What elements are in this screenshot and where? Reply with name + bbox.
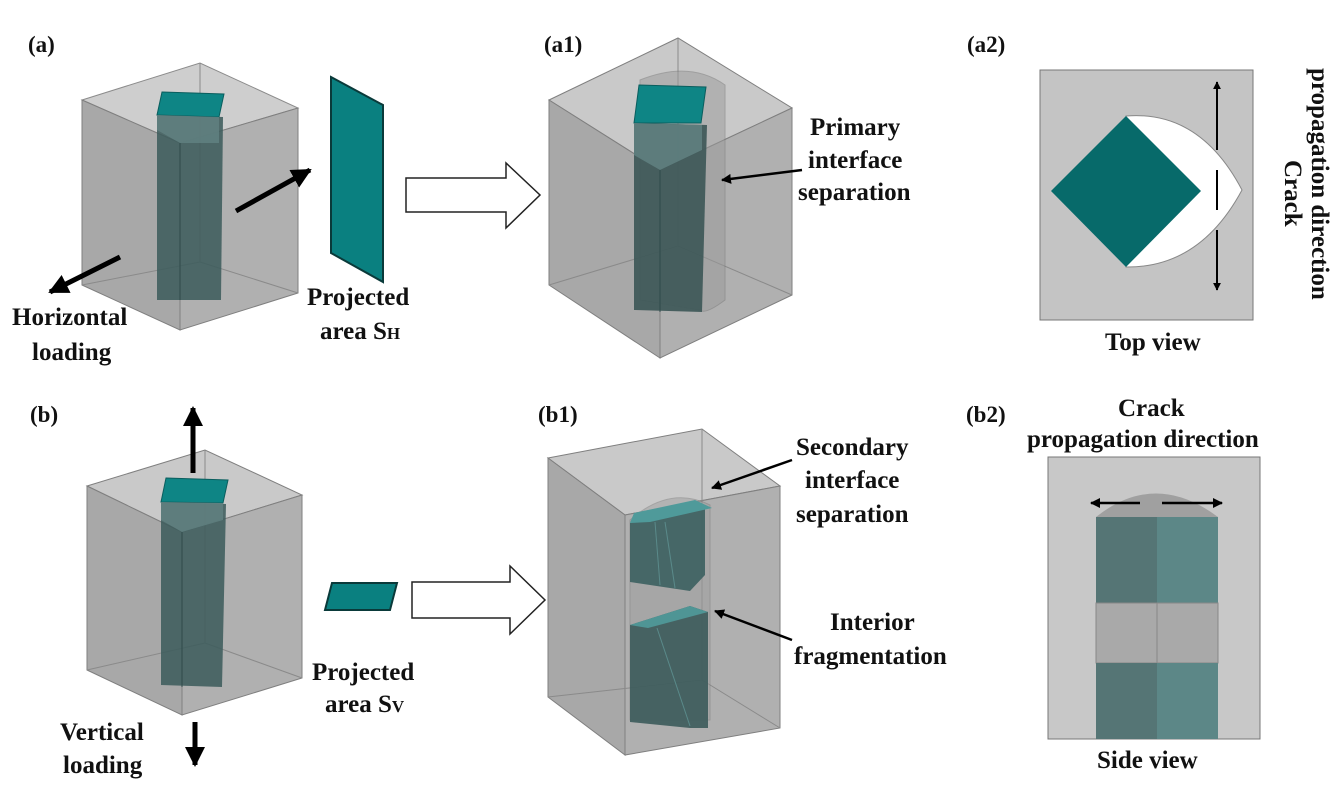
- arrow-horizontal-left: [48, 254, 122, 295]
- arrow-interior-fragmentation: [714, 609, 793, 642]
- transition-arrow-b: [411, 564, 547, 636]
- b2-direction-line1: Crack: [1118, 395, 1185, 422]
- panel-label-a2: (a2): [967, 32, 1005, 57]
- projected-area-line1: Projected: [307, 284, 409, 311]
- lower-left-block: [1096, 663, 1157, 739]
- projected-area-line2: area SH: [320, 318, 400, 345]
- projected-area-v-line2: area SV: [325, 691, 405, 718]
- side-view-label: Side view: [1097, 747, 1198, 774]
- arrow-horizontal-right: [234, 167, 312, 214]
- column-a: [156, 91, 225, 300]
- crack-cap: [1096, 493, 1218, 517]
- column-section-top: [1051, 116, 1201, 267]
- projected-area-sh: [330, 75, 384, 284]
- top-view-label: Top view: [1105, 329, 1201, 356]
- panel-label-b2: (b2): [966, 402, 1006, 427]
- a2-direction-line2: propagation direction: [1306, 68, 1333, 300]
- panel-b1: (b1) Secondary interface separation Inte…: [538, 402, 947, 757]
- a2-direction-line1: Crack: [1279, 160, 1306, 227]
- panel-b2: (b2) Crack propagation direction Side vi…: [966, 395, 1261, 774]
- vertical-loading-line2: loading: [63, 752, 143, 779]
- annotation-interior-line1: Interior: [830, 609, 915, 636]
- panel-label-a1: (a1): [544, 32, 582, 57]
- panel-b: (b) Vertical loading Projected area SV: [30, 402, 414, 779]
- projected-area-v-line1: Projected: [312, 659, 414, 686]
- projected-area-sv: [323, 582, 399, 611]
- panel-a2: (a2) Top view Crack propagation directio…: [967, 32, 1333, 356]
- column-b: [160, 477, 229, 687]
- horizontal-loading-line2: loading: [32, 339, 112, 366]
- panel-label-b: (b): [30, 402, 58, 427]
- annotation-primary-line3: separation: [798, 179, 911, 206]
- annotation-secondary-line2: interface: [805, 467, 899, 494]
- column-lower-fragment: [630, 606, 708, 728]
- arrow-secondary-separation: [711, 458, 793, 490]
- annotation-secondary-line3: separation: [796, 501, 909, 528]
- upper-right-block: [1157, 517, 1218, 603]
- column-upper-fragment: [630, 500, 712, 591]
- panel-label-a: (a): [28, 32, 55, 57]
- transition-arrow-a: [405, 161, 542, 230]
- panel-a1: (a1) Primary interface separation: [544, 32, 911, 359]
- upper-left-block: [1096, 517, 1157, 603]
- arrow-primary-separation: [721, 168, 803, 184]
- annotation-secondary-line1: Secondary: [796, 434, 909, 461]
- lower-right-block: [1157, 663, 1218, 739]
- b2-direction-line2: propagation direction: [1027, 426, 1259, 453]
- panel-label-b1: (b1): [538, 402, 578, 427]
- annotation-interior-line2: fragmentation: [794, 643, 947, 670]
- annotation-primary-line1: Primary: [810, 114, 901, 141]
- annotation-primary-line2: interface: [808, 147, 902, 174]
- panel-a: (a) Horizontal loading Projected area SH: [12, 32, 409, 366]
- vertical-loading-line1: Vertical: [60, 719, 144, 746]
- horizontal-loading-line1: Horizontal: [12, 304, 127, 331]
- column-a1: [633, 84, 707, 312]
